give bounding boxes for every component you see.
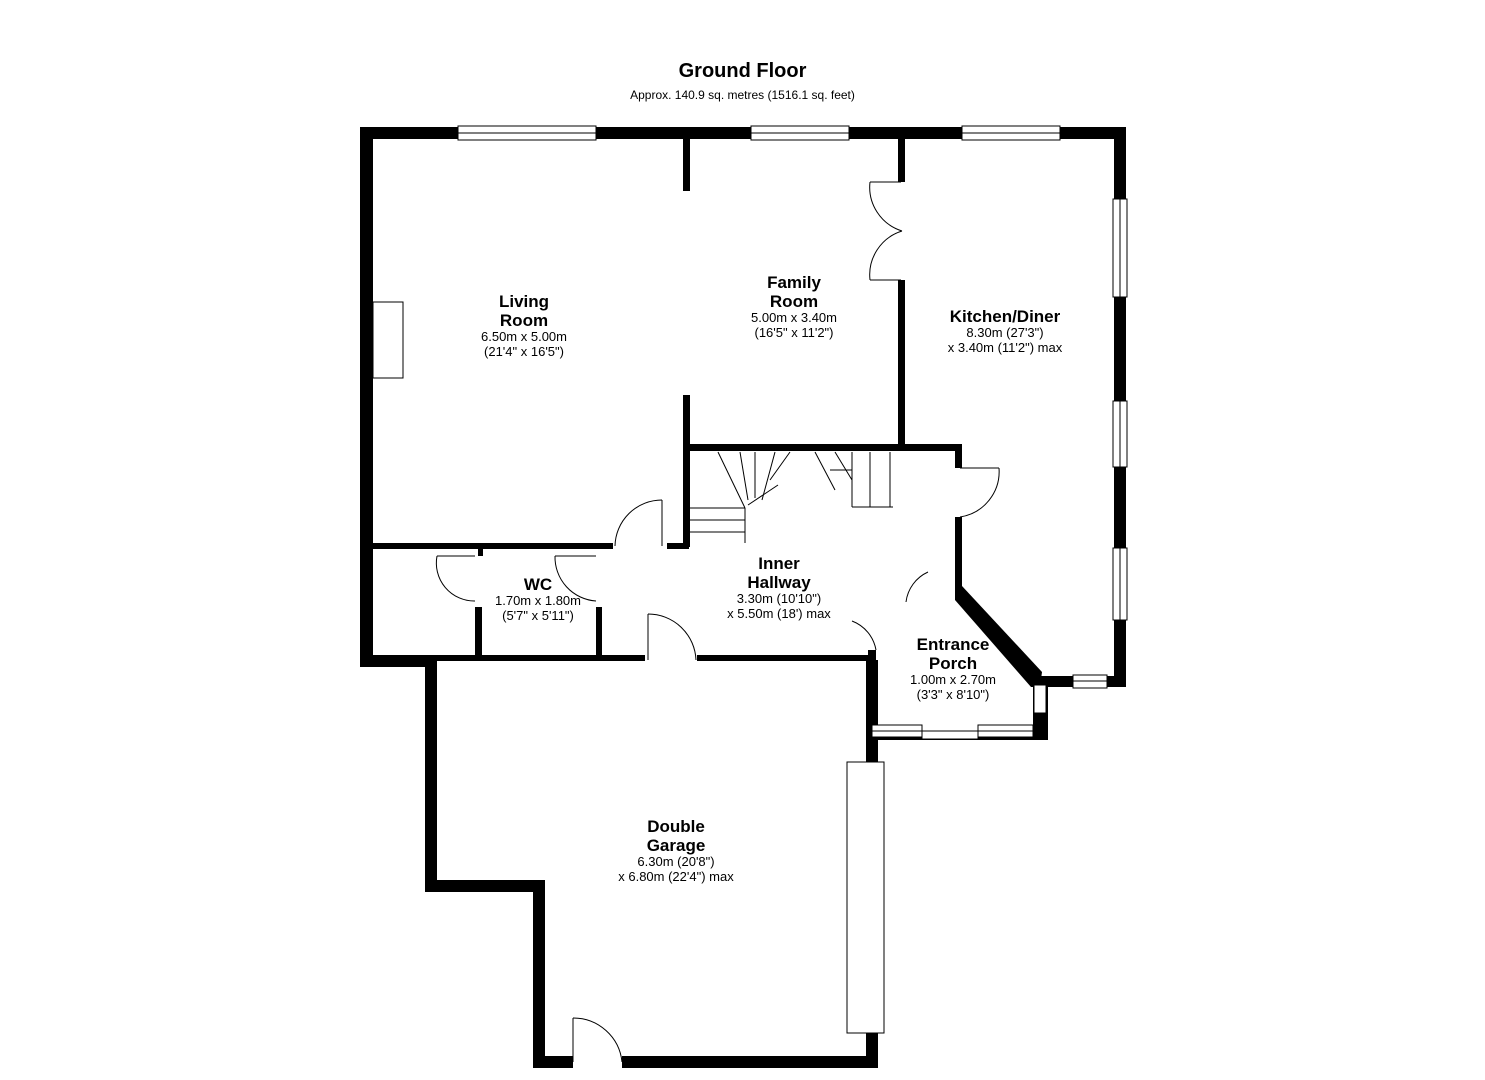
room-dimension: (16'5" x 11'2") [754, 324, 834, 340]
wall-wc-left [475, 607, 482, 657]
windows [372, 125, 1128, 1034]
room-dimension: 5.00m x 3.40m [751, 310, 837, 326]
room-label-living: Living Room 6.50m x 5.00m (21'4" x 16'5"… [404, 292, 644, 359]
wall-family-kitchen-lower [898, 280, 905, 450]
wall-wc-right [596, 607, 602, 657]
page-title: Ground Floor [678, 60, 807, 82]
room-name: Garage [646, 836, 706, 856]
room-dimension: (21'4" x 16'5") [484, 343, 564, 359]
room-dimension: (5'7" x 5'11") [502, 607, 574, 623]
wall-family-kitchen-upper [898, 139, 905, 182]
wall-garage-left-upper [425, 660, 437, 892]
room-name: Inner [758, 554, 800, 573]
wall-porch-left [868, 650, 876, 740]
room-name: Double [647, 817, 705, 836]
room-dimension: 6.50m x 5.00m [481, 329, 567, 345]
room-dimension: x 3.40m (11'2") max [947, 339, 1063, 355]
room-label-family: Family Room 5.00m x 3.40m (16'5" x 11'2"… [674, 273, 914, 340]
wall-garage-step [425, 880, 545, 892]
page-subtitle: Approx. 140.9 sq. metres (1516.1 sq. fee… [630, 88, 855, 102]
room-name: Room [769, 292, 819, 312]
garage-door-panel [846, 761, 885, 1034]
wall-hall-right-lower [955, 517, 962, 591]
room-label-kitchen: Kitchen/Diner 8.30m (27'3") x 3.40m (11'… [885, 307, 1125, 355]
wall-porch-diagonal [955, 586, 1042, 687]
room-dimension: 6.30m (20'8") [637, 854, 715, 870]
room-name: WC [523, 575, 553, 594]
wall-living-family-upper [683, 139, 690, 191]
room-name: Porch [928, 654, 978, 674]
window-porch-side [1033, 684, 1047, 714]
wall-living-family-lower [683, 395, 690, 547]
staircase [690, 451, 893, 543]
wall-garage-left-lower [533, 880, 545, 1068]
wall-garage-bottom-a [533, 1056, 573, 1068]
wall-living-wc [373, 543, 613, 549]
room-dimension: x 5.50m (18') max [727, 605, 831, 621]
room-name: Kitchen/Diner [949, 307, 1061, 326]
window-porch-door [921, 730, 979, 740]
room-label-garage: Double Garage 6.30m (20'8") x 6.80m (22'… [556, 817, 796, 884]
wall-hall-right-upper [955, 444, 962, 468]
room-dimension: 1.00m x 2.70m [910, 672, 996, 688]
room-name: Family [767, 273, 821, 292]
room-name: Living [498, 292, 550, 311]
wall-garage-bottom-b [622, 1056, 878, 1068]
room-dimension: 1.70m x 1.80m [495, 593, 581, 609]
room-label-wc: WC 1.70m x 1.80m (5'7" x 5'11") [418, 575, 658, 623]
fireplace [372, 301, 404, 379]
room-name: Entrance [916, 635, 990, 654]
wall-living-hall [667, 543, 689, 549]
room-dimension: 8.30m (27'3") [966, 325, 1044, 341]
doors [435, 181, 1000, 1063]
wall-ground-bottom-b [697, 655, 875, 661]
room-dimension: (3'3" x 8'10") [916, 686, 990, 702]
room-label-porch: Entrance Porch 1.00m x 2.70m (3'3" x 8'1… [833, 635, 1073, 702]
room-name: Room [499, 311, 549, 331]
wall-hall-top [683, 444, 961, 451]
room-name: Hallway [747, 573, 811, 593]
wall-wc-left-top [478, 546, 483, 556]
wall-ground-bottom-a [373, 655, 645, 661]
wall-left [360, 127, 373, 667]
room-dimension: x 6.80m (22'4") max [618, 868, 734, 884]
room-label-hallway: Inner Hallway 3.30m (10'10") x 5.50m (18… [659, 554, 899, 621]
room-dimension: 3.30m (10'10") [736, 591, 822, 607]
